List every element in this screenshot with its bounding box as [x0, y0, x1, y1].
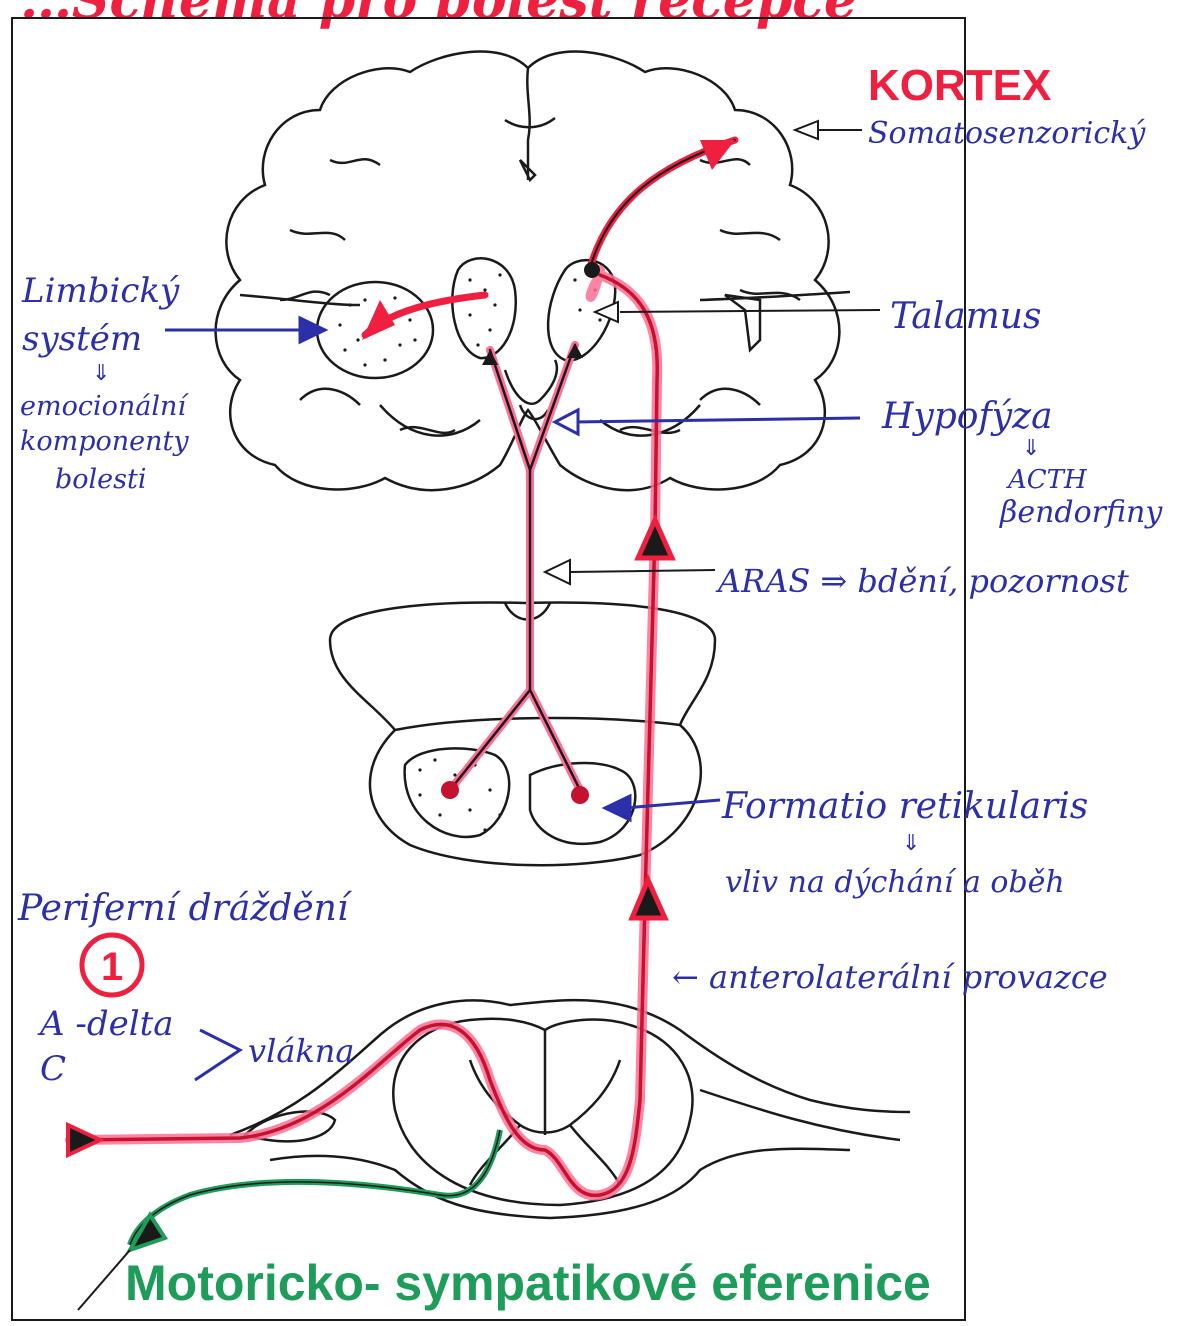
brainstem-section	[330, 602, 715, 865]
arrow-in-left	[68, 1125, 100, 1155]
label-arrow-down-2: ⇓	[92, 361, 110, 386]
label-somatosenzoricky: Somatosenzorický	[868, 116, 1146, 151]
cord-outline	[393, 1019, 692, 1205]
arrow-up-1	[638, 520, 672, 558]
pointer-aras-head	[545, 560, 570, 584]
pons-inner-line	[395, 718, 680, 730]
reticular-dot-right	[571, 786, 589, 804]
label-anterolateralni: ← anterolaterální provazce	[672, 958, 1108, 996]
lateral-notch-right	[725, 295, 760, 350]
label-formatio: Formatio retikularis	[721, 786, 1088, 827]
pointer-somato-head	[795, 121, 818, 139]
header-fragment: …Schéma pro bolest recepce	[20, 0, 857, 31]
label-limbicky-5: bolesti	[55, 464, 147, 495]
pointer-formatio	[625, 800, 720, 808]
pointer-hypofyza	[575, 418, 860, 422]
pointer-talamus-head	[595, 302, 618, 322]
arrow-up-2	[632, 880, 665, 918]
brain-outline	[216, 52, 840, 491]
pointer-limbic-head	[300, 318, 325, 342]
efferent-line-core	[130, 1130, 500, 1245]
gyri-left	[280, 159, 455, 433]
fissure-notch	[505, 118, 555, 180]
black-pointers	[545, 121, 880, 584]
label-vlakna: vlákna	[248, 1032, 354, 1070]
label-motoricko: Motoricko- sympatikové eferenice	[125, 1255, 931, 1311]
brace-vlakna	[195, 1030, 240, 1080]
pointer-hypofyza-head	[555, 410, 578, 434]
pointer-formatio-head	[605, 796, 630, 820]
label-limbicky-3: emocionální	[20, 391, 189, 422]
label-talamus: Talamus	[890, 296, 1041, 337]
label-kortex: KORTEX	[868, 61, 1051, 110]
arrow-limbic-head	[362, 300, 395, 340]
arrow-cortex-head	[700, 140, 735, 170]
pointer-aras	[570, 570, 715, 572]
label-limbicky-4: komponenty	[20, 426, 189, 457]
brain-section	[216, 52, 850, 491]
label-limbicky-1: Limbický	[21, 271, 180, 311]
label-arrow-down-1: ⇓	[1022, 436, 1040, 461]
label-acth: ACTH	[1006, 465, 1088, 495]
reticular-dot-left	[441, 781, 459, 799]
pointer-talamus	[620, 310, 880, 312]
thalamus-left	[452, 258, 515, 358]
efferent-line	[130, 1130, 500, 1245]
label-aras: ARAS ⇒ bdění, pozornost	[715, 562, 1129, 600]
label-number: 1	[101, 945, 123, 989]
pons-outline	[330, 602, 715, 865]
label-arrow-down-3: ⇓	[902, 831, 920, 856]
label-periferni: Periferní dráždění	[17, 888, 353, 929]
label-formatio-sub: vliv na dýchání a oběh	[725, 865, 1065, 900]
label-c: C	[40, 1049, 66, 1089]
label-limbicky-2: systém	[22, 319, 142, 359]
label-hypofyza: Hypofýza	[881, 396, 1053, 437]
label-endorfiny: βendorfiny	[999, 495, 1163, 530]
efferent-tail	[78, 1250, 130, 1310]
longitudinal-fissure	[527, 68, 529, 180]
label-adelta: A -delta	[37, 1004, 174, 1044]
thalamus-dot	[584, 262, 600, 278]
